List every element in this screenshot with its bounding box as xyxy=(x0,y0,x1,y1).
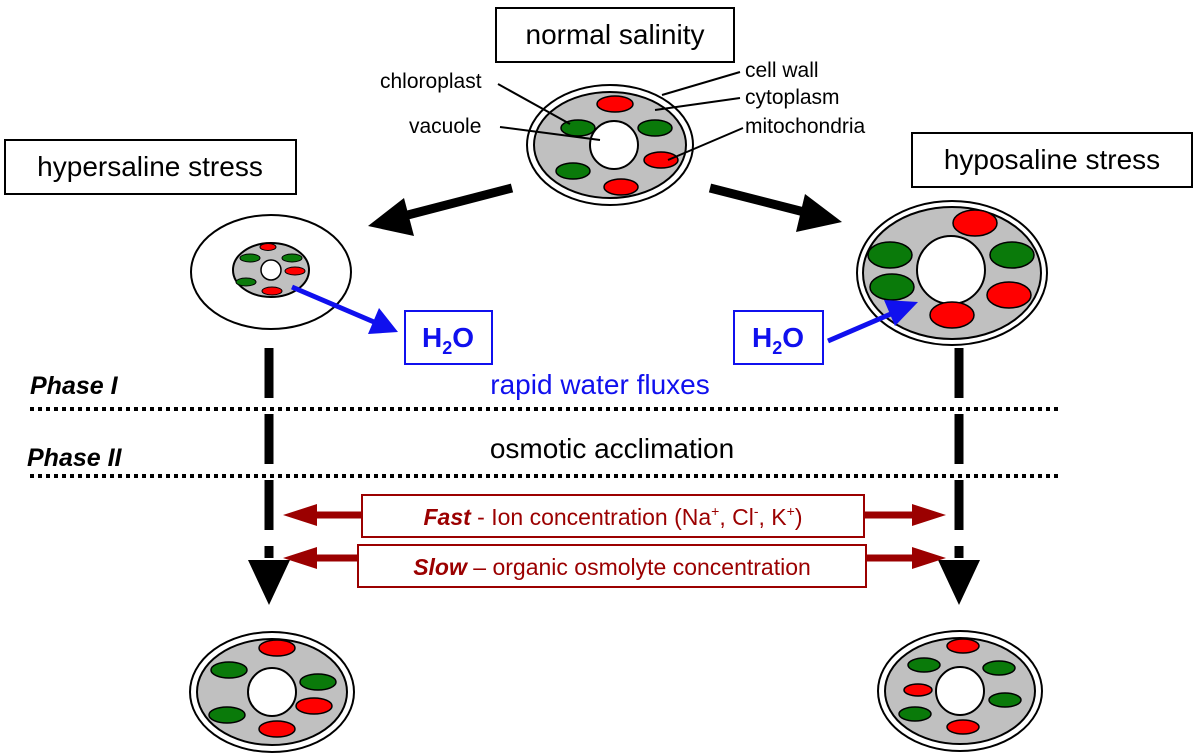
vacuole-label: vacuole xyxy=(409,115,481,138)
cell-wall-label: cell wall xyxy=(745,59,819,82)
phase-1-label: Phase I xyxy=(30,372,119,400)
fast-rate-label: Fast - Ion concentration (Na+, Cl-, K+) xyxy=(424,503,803,530)
water-box-right: H2O xyxy=(733,310,824,365)
vertical-arrow-left xyxy=(248,348,290,605)
h2o-left: H2O xyxy=(422,322,474,358)
cell-acclimated-right xyxy=(877,630,1043,752)
mitochondrion xyxy=(596,95,634,113)
mitochondrion xyxy=(643,151,679,169)
vacuole-hyposaline xyxy=(916,235,986,305)
water-influx-arrow xyxy=(827,300,918,344)
cell-acclimated-left xyxy=(189,631,355,753)
fast-rate-box: Fast - Ion concentration (Na+, Cl-, K+) xyxy=(361,494,865,538)
hyposaline-stress-label: hyposaline stress xyxy=(944,144,1160,175)
vacuole-normal xyxy=(589,120,639,170)
cell-hyposaline xyxy=(856,200,1048,346)
h2o-right: H2O xyxy=(752,322,804,358)
water-box-left: H2O xyxy=(404,310,493,365)
cytoplasm-label: cytoplasm xyxy=(745,86,840,109)
mitochondrion xyxy=(603,178,639,196)
arrow-to-hypersaline xyxy=(368,183,514,236)
normal-salinity-box: normal salinity xyxy=(495,7,735,63)
cell-hypersaline xyxy=(190,214,352,330)
vertical-arrow-right xyxy=(938,348,980,605)
chloroplast xyxy=(637,119,673,137)
phase-2-label: Phase II xyxy=(27,444,123,472)
phase-2-description: osmotic acclimation xyxy=(490,433,734,464)
chloroplast-label: chloroplast xyxy=(380,70,482,93)
arrow-to-hyposaline xyxy=(708,183,842,232)
component-labels: chloroplast vacuole cell wall cytoplasm … xyxy=(380,59,866,161)
hypersaline-stress-label: hypersaline stress xyxy=(37,151,263,182)
water-efflux-arrow xyxy=(291,284,398,334)
hyposaline-stress-box: hyposaline stress xyxy=(911,132,1193,188)
slow-rate-box: Slow – organic osmolyte concentration xyxy=(357,544,867,588)
vacuole-hypersaline xyxy=(260,259,282,281)
slow-rate-label: Slow – organic osmolyte concentration xyxy=(413,554,811,580)
chloroplast xyxy=(555,162,591,180)
normal-salinity-label: normal salinity xyxy=(526,19,705,50)
phase-1-description: rapid water fluxes xyxy=(490,369,709,400)
hypersaline-stress-box: hypersaline stress xyxy=(4,139,297,195)
cell-normal xyxy=(526,84,694,206)
mitochondria-label: mitochondria xyxy=(745,115,866,138)
